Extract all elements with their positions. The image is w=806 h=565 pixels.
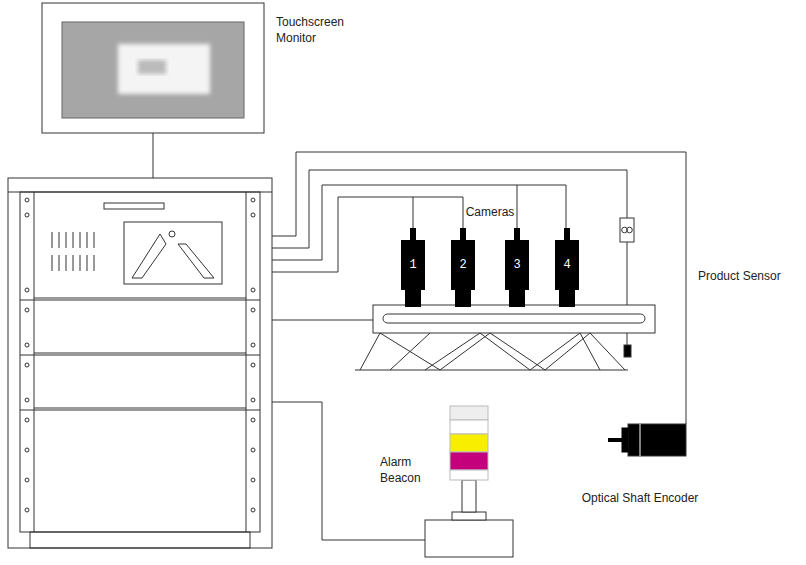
part-label: Alarm Beacon bbox=[380, 454, 442, 486]
screen-image bbox=[138, 60, 166, 74]
drive-door bbox=[178, 244, 214, 278]
rack-cabinet bbox=[8, 178, 272, 548]
shaft-encoder bbox=[628, 424, 686, 456]
camera-cable bbox=[272, 197, 463, 272]
part-label: Cameras bbox=[463, 204, 517, 220]
beacon-yellow bbox=[450, 434, 488, 452]
camera-body: 2 bbox=[451, 240, 475, 290]
conveyor bbox=[373, 305, 655, 333]
monitor-screen bbox=[62, 22, 244, 118]
beacon-cap bbox=[450, 406, 488, 420]
sensor-cable bbox=[272, 170, 627, 248]
camera-number: 3 bbox=[513, 258, 520, 272]
product-sensor bbox=[620, 218, 634, 242]
beacon-magenta bbox=[450, 452, 488, 470]
part-label: Touchscreen Monitor bbox=[276, 14, 356, 46]
camera-number: 1 bbox=[409, 258, 416, 272]
monitor-housing bbox=[42, 3, 264, 133]
floor-line bbox=[355, 370, 628, 371]
beacon-base bbox=[425, 520, 513, 557]
drive-bay bbox=[124, 222, 222, 284]
sensor-head bbox=[624, 345, 631, 357]
camera-body: 1 bbox=[401, 240, 425, 290]
drive-door bbox=[132, 234, 166, 278]
vent-slots bbox=[52, 232, 94, 271]
conveyor-cable bbox=[272, 320, 373, 321]
drive-slot bbox=[104, 203, 164, 209]
conveyor-belt bbox=[383, 314, 645, 323]
cabinet-base bbox=[30, 532, 250, 548]
part-label: Optical Shaft Encoder bbox=[560, 490, 720, 506]
screen-image bbox=[118, 44, 210, 94]
rack-frame bbox=[20, 192, 260, 532]
camera-body: 4 bbox=[555, 240, 579, 290]
camera-number: 4 bbox=[563, 258, 570, 272]
monitor-cable bbox=[153, 133, 154, 178]
beacon-stem bbox=[462, 480, 476, 512]
camera-parts bbox=[405, 228, 575, 307]
camera-body: 3 bbox=[505, 240, 529, 290]
encoder-cable bbox=[272, 152, 686, 424]
part-label: Product Sensor bbox=[698, 268, 802, 284]
camera-number: 2 bbox=[459, 258, 466, 272]
rack-screws bbox=[25, 198, 255, 512]
